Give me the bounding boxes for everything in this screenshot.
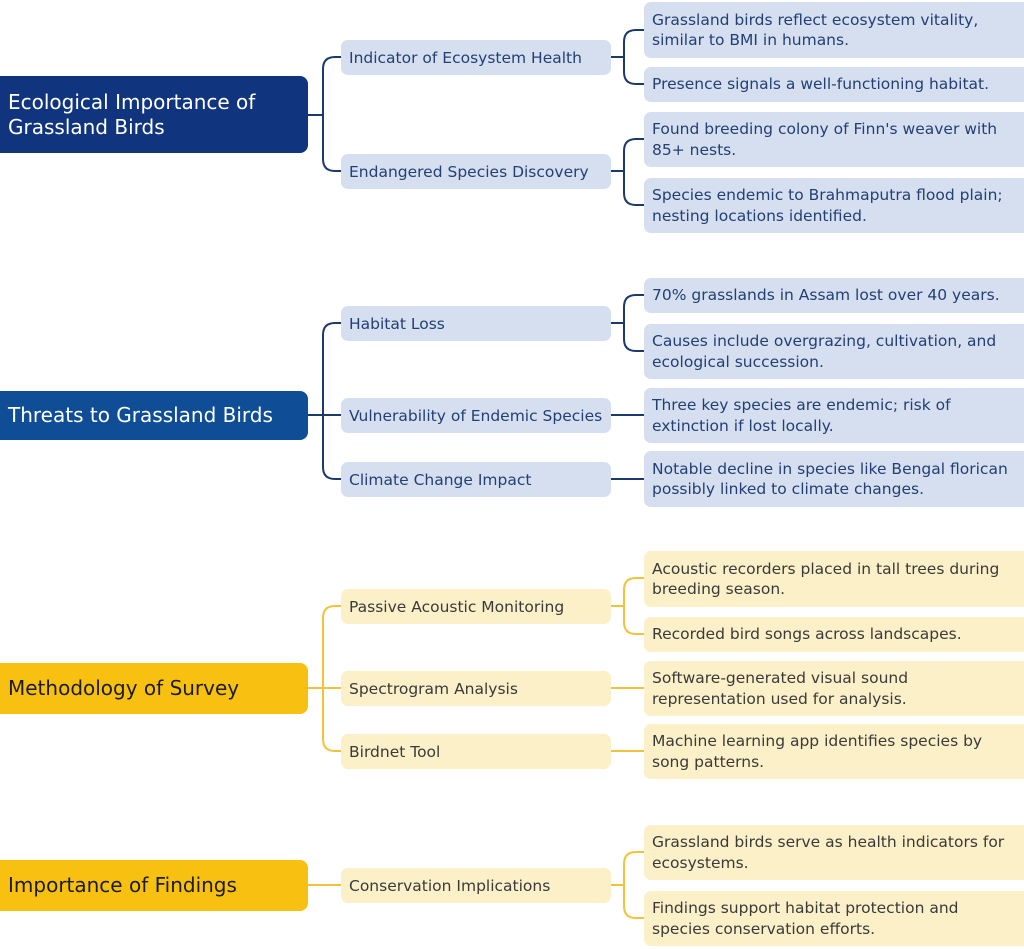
branch-passive-acoustic-monitoring: Passive Acoustic Monitoring <box>341 589 611 624</box>
branch-label: Endangered Species Discovery <box>349 162 589 181</box>
branch-label: Spectrogram Analysis <box>349 679 518 698</box>
leaf-node: Causes include overgrazing, cultivation,… <box>644 324 1024 379</box>
branch-label: Passive Acoustic Monitoring <box>349 597 565 616</box>
topic-title: Threats to Grassland Birds <box>8 403 273 427</box>
leaf-node: Grassland birds reflect ecosystem vitali… <box>644 2 1024 58</box>
branch-conservation-implications: Conservation Implications <box>341 868 611 903</box>
branch-indicator-ecosystem-health: Indicator of Ecosystem Health <box>341 40 611 75</box>
branch-climate-change-impact: Climate Change Impact <box>341 462 611 497</box>
leaf-node: Findings support habitat protection and … <box>644 891 1024 946</box>
topic-title: Ecological Importance of Grassland Birds <box>8 89 256 139</box>
topic-importance-of-findings: Importance of Findings <box>0 860 308 911</box>
branch-spectrogram-analysis: Spectrogram Analysis <box>341 671 611 706</box>
leaf-node: Acoustic recorders placed in tall trees … <box>644 551 1024 607</box>
branch-label: Climate Change Impact <box>349 470 532 489</box>
leaf-node: Presence signals a well-functioning habi… <box>644 67 1024 102</box>
topic-title: Importance of Findings <box>8 873 237 897</box>
leaf-node: Species endemic to Brahmaputra flood pla… <box>644 178 1024 233</box>
branch-vulnerability-endemic-species: Vulnerability of Endemic Species <box>341 398 611 433</box>
branch-endangered-species-discovery: Endangered Species Discovery <box>341 154 611 189</box>
topic-threats: Threats to Grassland Birds <box>0 391 308 440</box>
branch-birdnet-tool: Birdnet Tool <box>341 734 611 769</box>
topic-methodology: Methodology of Survey <box>0 663 308 714</box>
branch-label: Indicator of Ecosystem Health <box>349 48 582 67</box>
leaf-node: Found breeding colony of Finn's weaver w… <box>644 112 1024 167</box>
branch-habitat-loss: Habitat Loss <box>341 306 611 341</box>
leaf-node: Recorded bird songs across landscapes. <box>644 617 1024 652</box>
branch-label: Conservation Implications <box>349 876 551 895</box>
leaf-node: Software-generated visual sound represen… <box>644 661 1024 716</box>
branch-label: Birdnet Tool <box>349 742 441 761</box>
leaf-node: Machine learning app identifies species … <box>644 724 1024 779</box>
topic-title: Methodology of Survey <box>8 676 240 700</box>
leaf-node: Grassland birds serve as health indicato… <box>644 825 1024 880</box>
leaf-node: 70% grasslands in Assam lost over 40 yea… <box>644 278 1024 313</box>
branch-label: Vulnerability of Endemic Species <box>349 406 603 425</box>
leaf-node: Notable decline in species like Bengal f… <box>644 451 1024 507</box>
branch-label: Habitat Loss <box>349 314 445 333</box>
topic-ecological-importance: Ecological Importance of Grassland Birds <box>0 76 308 153</box>
leaf-node: Three key species are endemic; risk of e… <box>644 388 1024 443</box>
